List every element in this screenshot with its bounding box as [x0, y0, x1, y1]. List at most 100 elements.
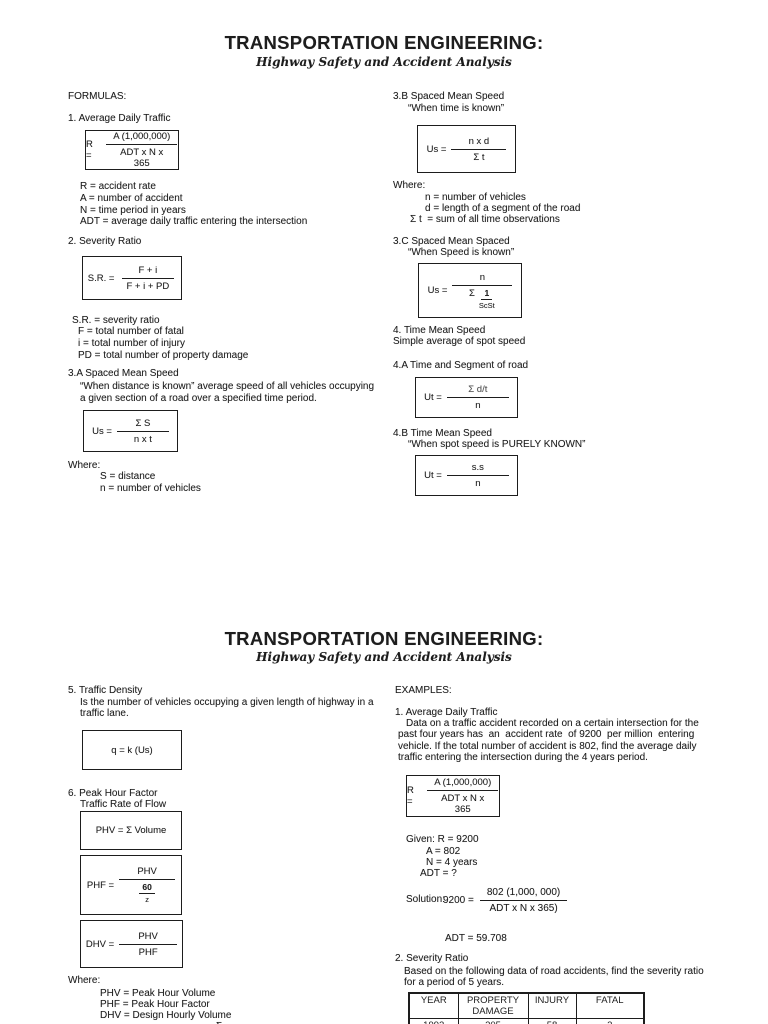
table-header-cell: FATAL [575, 992, 645, 1019]
section-3a-desc: “When distance is known” average speed o… [80, 381, 375, 392]
definition-line: PHF = Peak Hour Factor [100, 999, 210, 1010]
section-5-desc: traffic lane. [80, 708, 129, 719]
fraction: A (1,000,000) ADT x N x 365 [105, 131, 178, 169]
fraction: Σ S n x t [116, 418, 169, 445]
example-1-heading: 1. Average Daily Traffic [395, 707, 498, 718]
fraction-denominator: ADT x N x 365 [441, 793, 485, 815]
fraction-numerator: Σ S [116, 418, 169, 432]
section-4a-heading: 4.A Time and Segment of road [393, 360, 529, 371]
example-2-heading: 2. Severity Ratio [395, 953, 469, 964]
fraction-numerator: A (1,000,000) [427, 777, 499, 791]
section-3a-heading: 3.A Spaced Mean Speed [68, 368, 179, 379]
table-row: 1992 205 58 2 [408, 1018, 645, 1024]
fraction-numerator: n x d [451, 136, 507, 150]
examples-label: EXAMPLES: [395, 685, 452, 696]
formula-text: PHV = Σ Volume [95, 825, 167, 836]
example-2-text: for a period of 5 years. [404, 977, 505, 988]
fraction-denominator: F + i + PD [126, 280, 170, 292]
formula-box-accident-rate: R = A (1,000,000) ADT x N x 365 [85, 130, 179, 170]
fraction-denominator: ADT x N x 365) [489, 903, 558, 914]
table-header-cell: INJURY [527, 992, 577, 1019]
section-3b-quote: “When time is known” [408, 103, 505, 114]
definition-line: d = length of a segment of the road [425, 203, 581, 214]
definition-line: i = total number of injury [78, 338, 185, 349]
section-3b-heading: 3.B Spaced Mean Speed [393, 91, 505, 102]
definition-line: PD = total number of property damage [78, 350, 249, 361]
formula-lhs: Us = [427, 285, 448, 296]
formula-box-space-mean-speed-distance: Us = Σ S n x t [83, 410, 178, 452]
section-4-heading: 4. Time Mean Speed [393, 325, 486, 336]
fraction-numerator: PHV [119, 866, 176, 880]
section-6-subheading: Traffic Rate of Flow [80, 799, 167, 810]
section-3c-heading: 3.C Spaced Mean Spaced [393, 236, 510, 247]
table-cell: 205 [457, 1018, 529, 1024]
fraction-numerator: s.s [446, 462, 509, 476]
formula-box-time-mean-speed-segment: Ut = Σ d/t n [415, 377, 518, 418]
formulas-label: FORMULAS: [68, 91, 127, 102]
definition-line: S.R. = severity ratio [72, 315, 160, 326]
definition-line: A = number of accident [80, 193, 183, 204]
definition-line: DHV = Design Hourly Volume [100, 1010, 232, 1021]
definition-line: n = number of vehicles [425, 192, 526, 203]
formula-box-space-mean-speed-speed: Us = n Σ 1 ScSt [418, 263, 522, 318]
formula-box-phv: PHV = Σ Volume [80, 811, 182, 850]
fraction-denominator: 60 z [132, 880, 161, 904]
formula-lhs: PHF = [86, 879, 115, 891]
definition-line: PHV = Peak Hour Volume [100, 988, 216, 999]
fraction: n x d Σ t [451, 136, 507, 163]
section-5-heading: 5. Traffic Density [68, 685, 143, 696]
fraction-denominator: n [475, 478, 481, 489]
fraction-denominator: ADT x N x 365 [120, 147, 164, 169]
fraction: 802 (1,000, 000) ADT x N x 365) [479, 887, 568, 914]
definition-line: S = distance [100, 471, 156, 482]
formula-lhs: DHV = [85, 938, 115, 950]
section-4-desc: Simple average of spot speed [393, 336, 526, 347]
definition-line: Σ t = sum of all time observations [410, 214, 560, 225]
definition-line: R = accident rate [80, 181, 156, 192]
given-line: A = 802 [426, 846, 461, 857]
given-line: N = 4 years [426, 857, 478, 868]
fraction-numerator: PHV [119, 931, 178, 945]
fraction-denominator: n x t [133, 433, 152, 445]
table-header-row: YEAR PROPERTY DAMAGE INJURY FATAL [408, 992, 645, 1019]
fraction: F + i F + i + PD [119, 265, 176, 292]
section-3a-desc: a given section of a road over a specifi… [80, 393, 317, 404]
example-1-text: vehicle. If the total number of accident… [398, 741, 697, 752]
table-cell: 2 [575, 1018, 645, 1024]
definition-line: ADT = average daily traffic entering the… [80, 216, 308, 227]
fraction: A (1,000,000) ADT x N x 365 [426, 777, 499, 815]
fraction-denominator: Σ t [473, 151, 485, 163]
page2-subtitle: Highway Safety and Accident Analysis [256, 650, 512, 664]
section-1-heading: 1. Average Daily Traffic [68, 113, 171, 124]
fraction-numerator: 802 (1,000, 000) [479, 887, 568, 901]
formula-lhs: R = [86, 139, 93, 161]
formula-lhs: Ut = [424, 392, 442, 403]
where-label: Where: [68, 975, 101, 986]
formula-lhs: Ut = [424, 470, 442, 481]
page1-title: TRANSPORTATION ENGINEERING: [224, 32, 544, 53]
solution-label: Solution: [406, 894, 445, 905]
table-header-cell: PROPERTY DAMAGE [457, 992, 529, 1019]
formula-lhs: Us = [92, 425, 112, 437]
example-1-text: past four years has an accident rate of … [398, 729, 695, 740]
mini-fraction-numerator: 60 [139, 882, 155, 894]
section-5-desc: Is the number of vehicles occupying a gi… [80, 697, 374, 708]
solution-equation: 9200 = 802 (1,000, 000) ADT x N x 365) [443, 887, 568, 914]
fraction: PHV PHF [119, 931, 178, 958]
definition-line: n = number of vehicles [100, 483, 201, 494]
section-6-heading: 6. Peak Hour Factor [68, 788, 158, 799]
section-4b-heading: 4.B Time Mean Speed [393, 428, 492, 439]
fraction-denominator: n [475, 400, 481, 411]
formula-box-traffic-density: q = k (Us) [82, 730, 182, 770]
example-1-text: traffic entering the intersection during… [398, 752, 648, 763]
fraction: PHV 60 z [119, 866, 176, 904]
where-label: Where: [68, 460, 101, 471]
fraction: n Σ 1 ScSt [452, 272, 513, 310]
table-cell: 1992 [408, 1018, 459, 1024]
table-header-cell: YEAR [408, 992, 459, 1019]
table-cell: 58 [527, 1018, 577, 1024]
definition-line: F = total number of fatal [78, 326, 184, 337]
mini-fraction: 60 z [139, 882, 155, 904]
fraction-numerator: F + i [121, 265, 174, 279]
fraction: s.s n [446, 462, 509, 489]
